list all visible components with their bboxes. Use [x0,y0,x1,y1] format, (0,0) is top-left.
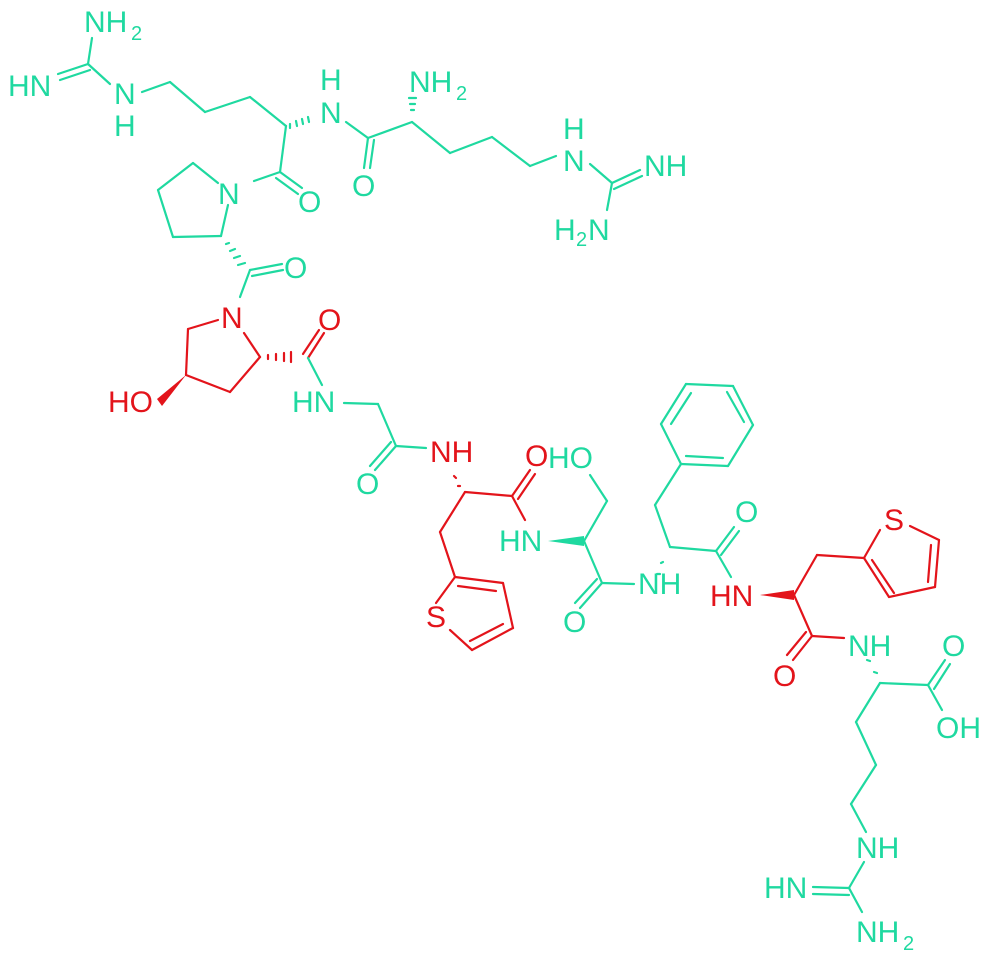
hydroxyproline [157,318,326,406]
phenylalanine [653,382,755,579]
svg-text:2: 2 [576,229,587,251]
label-hn: HN [292,386,335,419]
thienylalanine-2 [760,524,941,662]
label-h2n: H [554,214,576,247]
label-n: N [320,97,342,130]
label-hn: HN [499,525,542,558]
label-h: H [114,110,136,143]
label-n: N [563,145,585,178]
label-nh: NH [856,832,899,865]
label-nh: NH [430,436,473,469]
svg-text:2: 2 [903,933,914,955]
label-o: O [942,630,965,663]
label-oh: OH [936,712,981,745]
arginine-2 [344,96,644,212]
label-nh2: NH [409,66,452,99]
label-o: O [735,496,758,529]
label-hn: HN [710,580,753,613]
svg-text:N: N [588,214,610,247]
label-hn: HN [8,70,51,103]
arginine-3 [811,658,952,914]
label-o: O [356,468,379,501]
label-nh2: NH [84,6,127,39]
arginine-1 [56,36,311,196]
label-nh: NH [644,150,687,183]
label-o: O [773,660,796,693]
label-h: H [563,113,585,146]
atom-labels: NH 2 HN N H H N O NH 2 H N NH H 2 N N O … [8,6,981,955]
serine [548,473,636,610]
label-hn: HN [764,872,807,905]
label-o: O [352,170,375,203]
proline [156,161,285,299]
label-nh2: NH [856,916,899,949]
label-s: S [884,504,904,537]
label-o: O [298,186,321,219]
label-n: N [114,78,136,111]
label-nh: NH [638,568,681,601]
label-n: N [221,302,243,335]
glycine [306,356,428,472]
thienylalanine-1 [434,468,537,652]
label-o: O [525,440,548,473]
label-ho: HO [548,442,593,475]
label-o: O [563,606,586,639]
label-h: H [320,64,342,97]
label-o: O [284,252,307,285]
label-n: N [218,178,240,211]
label-s: S [426,601,446,634]
svg-text:2: 2 [456,83,467,105]
label-o: O [318,304,341,337]
svg-text:2: 2 [131,23,142,45]
label-ho: HO [108,386,153,419]
label-nh: NH [848,630,891,663]
